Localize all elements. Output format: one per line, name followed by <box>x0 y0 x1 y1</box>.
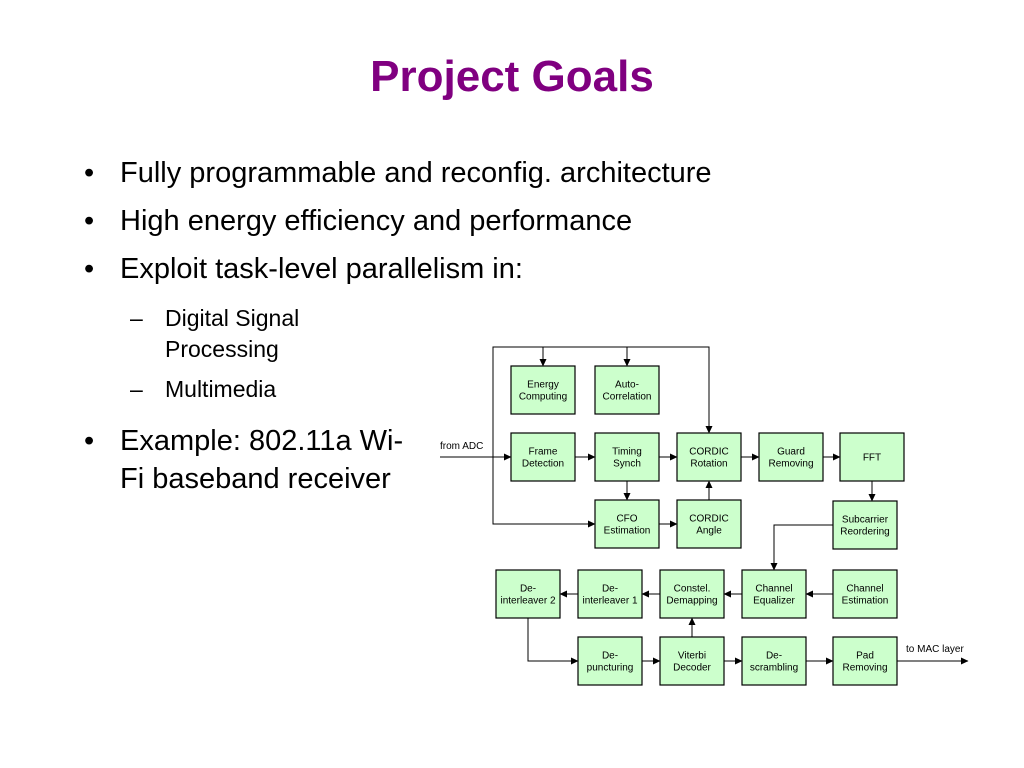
block-descramble: De-scrambling <box>741 636 807 686</box>
block-label: Reordering <box>840 527 889 538</box>
block-label: De- <box>766 651 782 662</box>
block-label: De- <box>602 651 618 662</box>
block-deint2: De-interleaver 2 <box>495 569 561 619</box>
block-label: Rotation <box>690 459 727 470</box>
block-label: Auto- <box>615 380 639 391</box>
input-label: from ADC <box>440 441 483 452</box>
bullet-text: Example: 802.11a Wi-Fi baseband receiver <box>120 425 404 495</box>
block-label: Decoder <box>673 663 711 674</box>
bullet-marker: • <box>84 205 95 237</box>
sub-bullet-text: Digital Signal Processing <box>165 305 300 362</box>
block-label: Pad <box>856 651 874 662</box>
block-box <box>758 432 824 482</box>
block-fft: FFT <box>839 432 905 482</box>
bullet-text: Fully programmable and reconfig. archite… <box>120 157 712 189</box>
connector-lines <box>440 346 969 665</box>
block-label: De- <box>520 584 536 595</box>
connector-line <box>527 618 579 665</box>
block-label: CORDIC <box>689 514 728 525</box>
block-label: interleaver 1 <box>582 596 637 607</box>
slide-title: Project Goals <box>370 52 654 101</box>
block-box <box>832 569 898 619</box>
block-label: Channel <box>846 584 883 595</box>
block-label: CORDIC <box>689 447 728 458</box>
block-depunct: De-puncturing <box>577 636 643 686</box>
block-box <box>676 499 742 549</box>
block-label: Viterbi <box>678 651 706 662</box>
block-label: Synch <box>613 459 641 470</box>
block-box <box>832 500 898 550</box>
block-label: Estimation <box>604 526 651 537</box>
block-label: Detection <box>522 459 564 470</box>
block-box <box>594 432 660 482</box>
block-constel: Constel.Demapping <box>659 569 725 619</box>
block-label: Channel <box>755 584 792 595</box>
block-deint1: De-interleaver 1 <box>577 569 643 619</box>
block-box <box>495 569 561 619</box>
bullet-marker: • <box>84 253 95 285</box>
block-label: interleaver 2 <box>500 596 555 607</box>
block-autocorr: Auto-Correlation <box>594 365 660 415</box>
block-box <box>510 432 576 482</box>
block-label: Angle <box>696 526 722 537</box>
block-label: Removing <box>842 663 887 674</box>
block-label: Removing <box>768 459 813 470</box>
connector-line <box>492 346 713 457</box>
block-label: puncturing <box>587 663 634 674</box>
connector-line <box>770 524 833 571</box>
bullet-marker: • <box>84 425 95 457</box>
block-label: scrambling <box>750 663 798 674</box>
block-box <box>510 365 576 415</box>
block-label: Timing <box>612 447 642 458</box>
bullet-text: High energy efficiency and performance <box>120 205 633 237</box>
block-box <box>594 499 660 549</box>
block-label: Energy <box>527 380 559 391</box>
sub-bullet-text: Multimedia <box>165 376 277 402</box>
block-label: Equalizer <box>753 596 795 607</box>
block-label: Estimation <box>842 596 889 607</box>
block-label: FFT <box>863 453 881 464</box>
block-box <box>594 365 660 415</box>
block-label: De- <box>602 584 618 595</box>
block-label: Computing <box>519 392 567 403</box>
dash-marker: – <box>130 376 143 402</box>
dash-marker: – <box>130 305 143 331</box>
block-box <box>741 569 807 619</box>
output-label: to MAC layer <box>906 644 964 655</box>
block-label: CFO <box>616 514 637 525</box>
block-label: Constel. <box>674 584 711 595</box>
block-label: Guard <box>777 447 805 458</box>
block-box <box>659 636 725 686</box>
block-box <box>832 636 898 686</box>
connector-line <box>492 457 596 528</box>
block-box <box>676 432 742 482</box>
block-label: Correlation <box>603 392 652 403</box>
block-label: Frame <box>529 447 558 458</box>
block-box <box>839 432 905 482</box>
block-label: Subcarrier <box>842 515 889 526</box>
block-label: Demapping <box>666 596 717 607</box>
block-box <box>577 636 643 686</box>
block-box <box>741 636 807 686</box>
block-box <box>659 569 725 619</box>
block-box <box>577 569 643 619</box>
bullet-marker: • <box>84 157 95 189</box>
bullet-text: Exploit task-level parallelism in: <box>120 253 523 285</box>
